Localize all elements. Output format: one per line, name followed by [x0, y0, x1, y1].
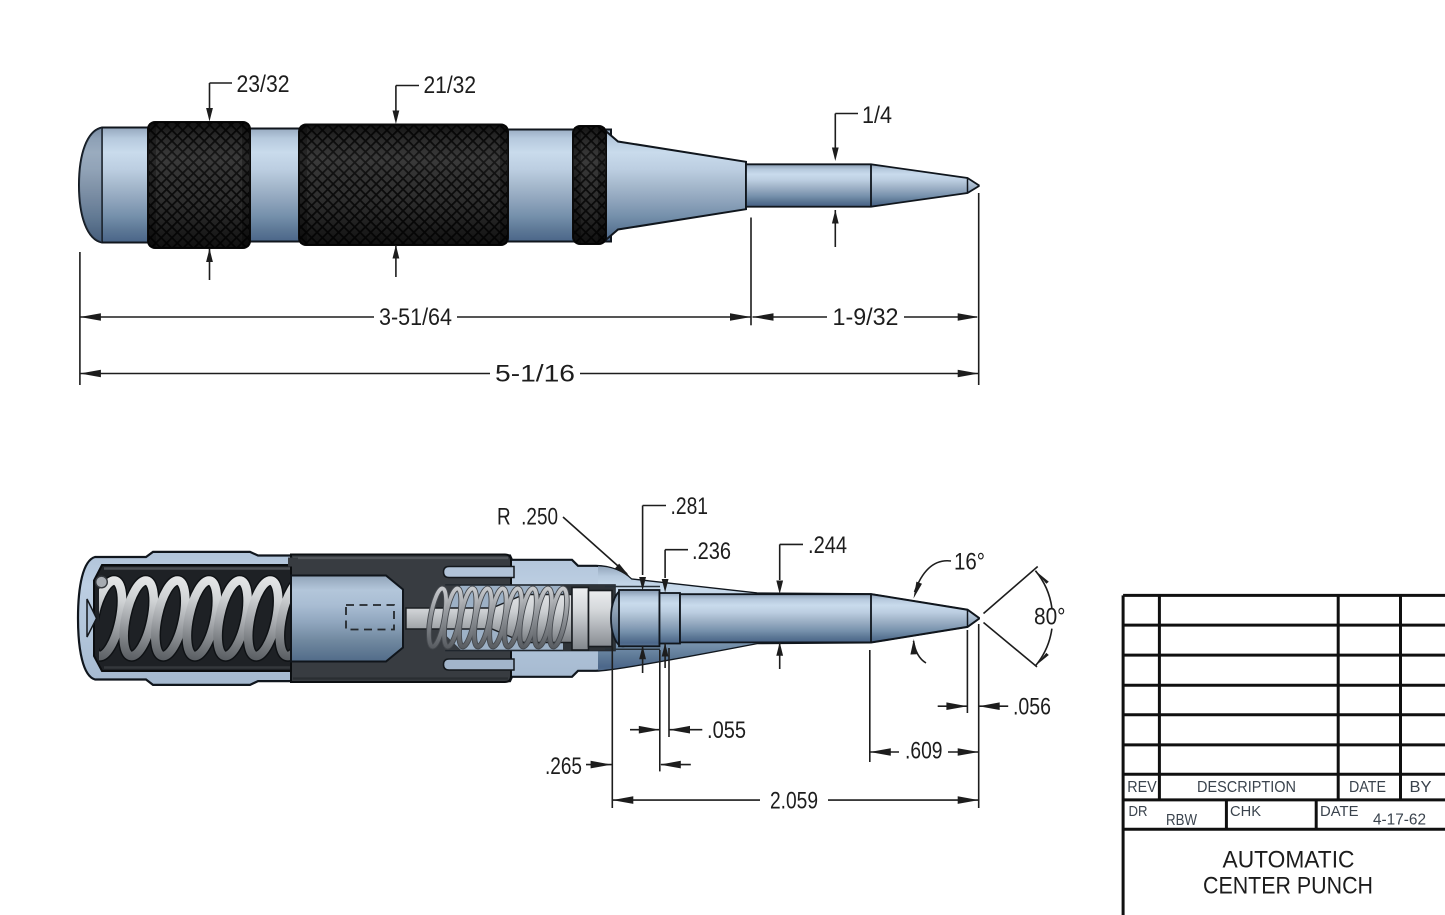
svg-text:3-51/64: 3-51/64 — [379, 304, 452, 331]
svg-text:4-17-62: 4-17-62 — [1373, 812, 1426, 829]
svg-text:BY: BY — [1410, 779, 1432, 796]
svg-text:1-9/32: 1-9/32 — [833, 304, 899, 331]
svg-text:R .250: R .250 — [497, 504, 558, 531]
svg-text:.056: .056 — [1013, 694, 1051, 721]
svg-text:AUTOMATIC: AUTOMATIC — [1223, 847, 1355, 874]
svg-text:DR: DR — [1129, 804, 1148, 820]
svg-text:5-1/16: 5-1/16 — [495, 361, 575, 388]
svg-text:2.059: 2.059 — [770, 788, 818, 815]
svg-text:REV: REV — [1127, 779, 1157, 796]
svg-text:DATE: DATE — [1320, 804, 1359, 820]
svg-text:1/4: 1/4 — [862, 102, 892, 129]
svg-text:.244: .244 — [808, 532, 847, 559]
svg-text:CHK: CHK — [1230, 804, 1261, 820]
svg-text:DESCRIPTION: DESCRIPTION — [1197, 779, 1296, 796]
svg-text:RBW: RBW — [1166, 812, 1197, 829]
svg-text:.609: .609 — [905, 738, 943, 765]
svg-text:CENTER PUNCH: CENTER PUNCH — [1203, 872, 1373, 899]
svg-text:.281: .281 — [671, 493, 709, 520]
svg-text:80°: 80° — [1034, 604, 1066, 631]
svg-text:.236: .236 — [692, 538, 731, 565]
svg-text:21/32: 21/32 — [424, 72, 477, 99]
svg-text:23/32: 23/32 — [237, 71, 290, 98]
svg-text:DATE: DATE — [1349, 779, 1386, 796]
svg-text:16°: 16° — [954, 549, 985, 576]
svg-text:.055: .055 — [707, 717, 746, 744]
svg-text:.265: .265 — [545, 753, 582, 780]
